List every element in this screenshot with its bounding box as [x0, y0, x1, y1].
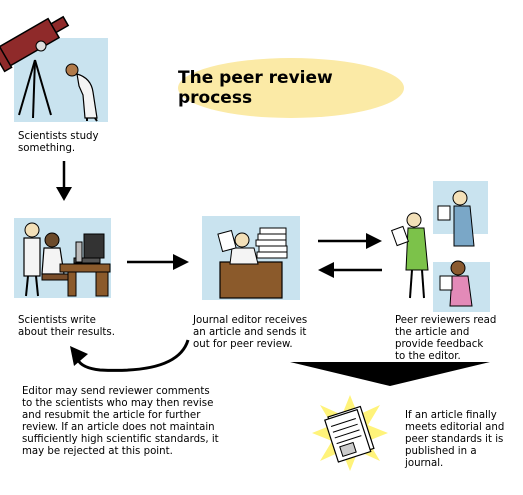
- journal-icon: [312, 395, 388, 471]
- peer-reviewers-icon: [390, 190, 475, 307]
- step-revise-caption: Editor may send reviewer comments to the…: [22, 386, 219, 457]
- editor-with-papers-icon: [217, 227, 288, 299]
- big-arrow-down-icon: [290, 362, 490, 386]
- step-editor-caption: Journal editor receives an article and s…: [193, 315, 308, 350]
- arrow-right-to-reviewers-icon: [318, 233, 382, 249]
- telescope-icon: [0, 15, 98, 122]
- diagram-title: The peer review process: [178, 68, 333, 108]
- scientists-at-computer-icon: [23, 222, 111, 297]
- arrow-down-icon: [56, 161, 72, 201]
- arrow-right-icon: [127, 254, 189, 270]
- step-write-caption: Scientists write about their results.: [18, 315, 115, 338]
- arrow-left-to-editor-icon: [318, 262, 382, 278]
- step-published-caption: If an article finally meets editorial an…: [405, 410, 505, 469]
- curved-arrow-back-icon: [70, 339, 190, 372]
- title-ellipse: [178, 58, 404, 118]
- step-study-caption: Scientists study something.: [18, 131, 99, 154]
- step-reviewers-caption: Peer reviewers read the article and prov…: [395, 315, 497, 362]
